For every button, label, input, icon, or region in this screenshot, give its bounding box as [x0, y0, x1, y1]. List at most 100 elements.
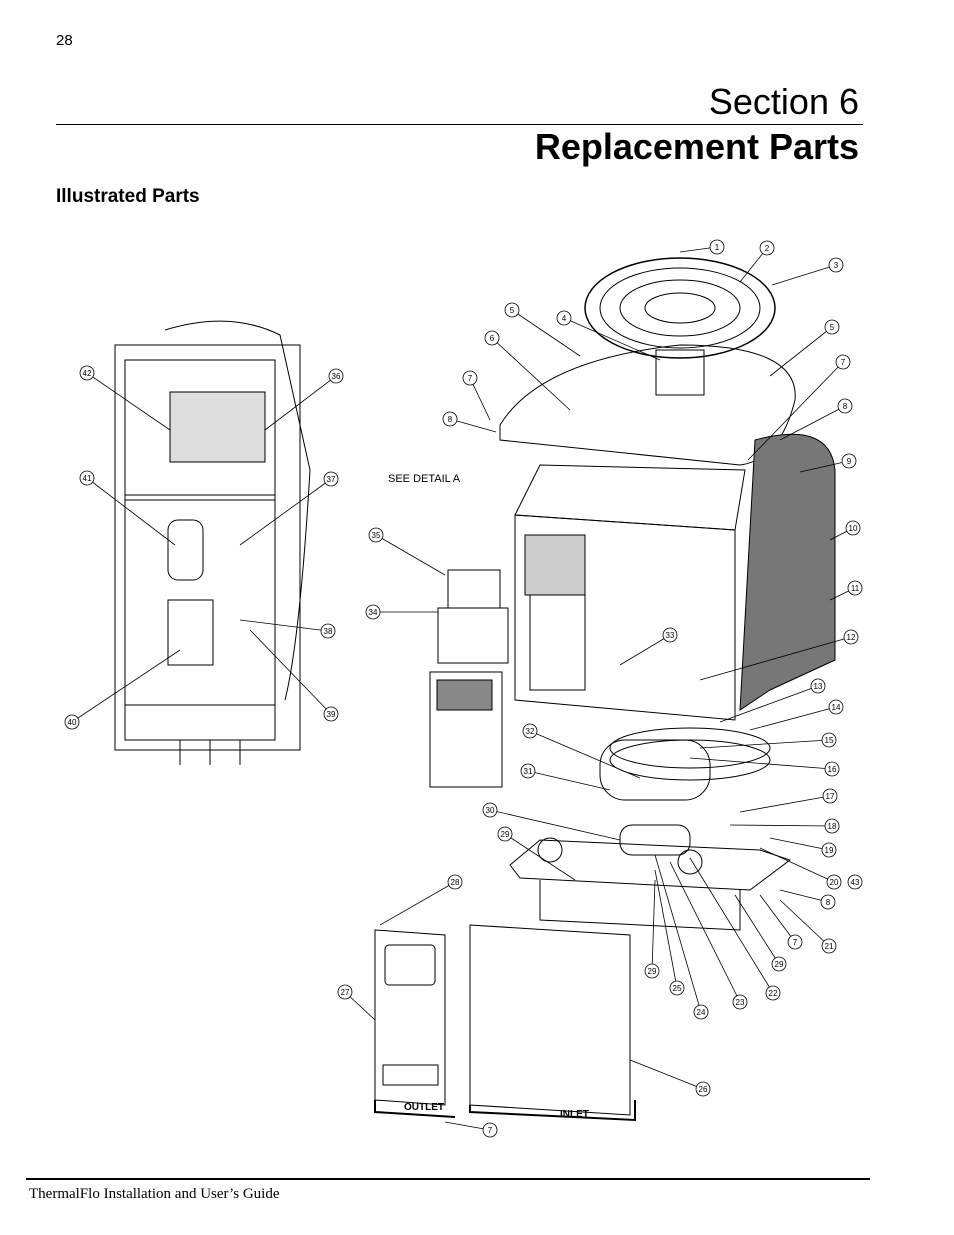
callout-number: 23 — [736, 998, 745, 1007]
subheading: Illustrated Parts — [56, 186, 200, 207]
callout-circle — [323, 471, 339, 487]
leader-line — [529, 730, 641, 779]
callout-circle — [824, 319, 840, 335]
callout-number: 5 — [510, 306, 515, 315]
callout-circle — [847, 580, 863, 596]
callout-circle — [826, 874, 842, 890]
callout-36: 36 — [264, 368, 344, 431]
callout-16: 16 — [689, 757, 840, 777]
detail-a-drawing — [114, 320, 311, 765]
outlet-label: OUTLET — [404, 1102, 444, 1113]
leader-line — [759, 847, 835, 883]
callout-circle — [320, 623, 336, 639]
callout-circle — [822, 788, 838, 804]
callout-number: 36 — [332, 372, 341, 381]
callout-number: 30 — [486, 806, 495, 815]
callout-circle — [497, 826, 513, 842]
leader-line — [654, 854, 702, 1013]
callout-22: 22 — [689, 857, 781, 1001]
callout-number: 34 — [369, 608, 378, 617]
leader-line — [749, 706, 837, 731]
callout-number: 8 — [826, 898, 831, 907]
callout-29: 29 — [734, 894, 787, 972]
callout-circle — [522, 723, 538, 739]
callout-circle — [709, 239, 725, 255]
callout-35: 35 — [368, 527, 446, 576]
callout-19: 19 — [769, 837, 837, 858]
callout-25: 25 — [654, 869, 685, 996]
callout-number: 26 — [699, 1085, 708, 1094]
callout-14: 14 — [749, 699, 844, 731]
leader-line — [504, 833, 576, 881]
callout-number: 6 — [490, 334, 495, 343]
callout-26: 26 — [629, 1059, 711, 1097]
callout-number: 38 — [324, 627, 333, 636]
see-detail-a-note: SEE DETAIL A — [388, 473, 461, 485]
header-rule — [56, 124, 863, 125]
callout-circle — [841, 453, 857, 469]
callout-number: 16 — [828, 765, 837, 774]
inlet-label: INLET — [560, 1109, 589, 1120]
leader-line — [739, 795, 831, 813]
leader-line — [469, 377, 491, 421]
callout-circle — [821, 732, 837, 748]
leader-line — [563, 317, 661, 361]
callout-7: 7 — [747, 354, 851, 461]
callout-9: 9 — [799, 453, 857, 473]
callout-number: 5 — [830, 323, 835, 332]
callout-circle — [693, 1004, 709, 1020]
callout-32: 32 — [522, 723, 641, 779]
callout-number: 9 — [847, 457, 852, 466]
leader-line — [375, 534, 446, 576]
callout-40: 40 — [64, 649, 181, 730]
footer-text: ThermalFlo Installation and User’s Guide — [29, 1186, 280, 1202]
callout-circle — [845, 520, 861, 536]
leader-line — [699, 636, 852, 681]
callout-circle — [843, 629, 859, 645]
leader-line — [511, 309, 581, 357]
callout-number: 22 — [769, 989, 778, 998]
callout-circle — [695, 1081, 711, 1097]
main-unit-drawing — [374, 257, 836, 1122]
leader-line — [86, 477, 176, 546]
leader-line — [239, 478, 332, 546]
callout-number: 17 — [826, 792, 835, 801]
callout-number: 1 — [715, 243, 720, 252]
callout-29: 29 — [644, 879, 660, 979]
callout-circle — [328, 368, 344, 384]
leader-line — [489, 809, 621, 841]
callout-number: 8 — [843, 402, 848, 411]
callout-number: 29 — [775, 960, 784, 969]
callout-circle — [847, 874, 863, 890]
callout-circle — [821, 842, 837, 858]
leader-line — [699, 739, 830, 749]
callout-31: 31 — [520, 763, 611, 791]
callout-34: 34 — [365, 604, 438, 620]
callout-circle — [759, 240, 775, 256]
callout-number: 39 — [327, 710, 336, 719]
callout-11: 11 — [829, 580, 863, 601]
leader-line — [619, 634, 671, 666]
callout-circle — [368, 527, 384, 543]
callout-8: 8 — [779, 889, 836, 910]
callout-24: 24 — [654, 854, 709, 1020]
callout-number: 19 — [825, 846, 834, 855]
leader-line — [239, 619, 329, 632]
leader-line — [444, 1121, 491, 1131]
leader-line — [527, 770, 611, 791]
callout-number: 8 — [448, 415, 453, 424]
callout-3: 3 — [771, 257, 844, 286]
callout-circle — [821, 938, 837, 954]
callout-circle — [824, 761, 840, 777]
leader-line — [249, 629, 332, 715]
leader-line — [729, 824, 833, 827]
callout-8: 8 — [779, 398, 853, 441]
callout-circle — [79, 470, 95, 486]
callout-number: 7 — [841, 358, 846, 367]
callout-circle — [79, 365, 95, 381]
callout-circle — [787, 934, 803, 950]
callout-7: 7 — [759, 894, 803, 950]
callout-6: 6 — [484, 330, 571, 411]
callout-18: 18 — [729, 818, 840, 834]
